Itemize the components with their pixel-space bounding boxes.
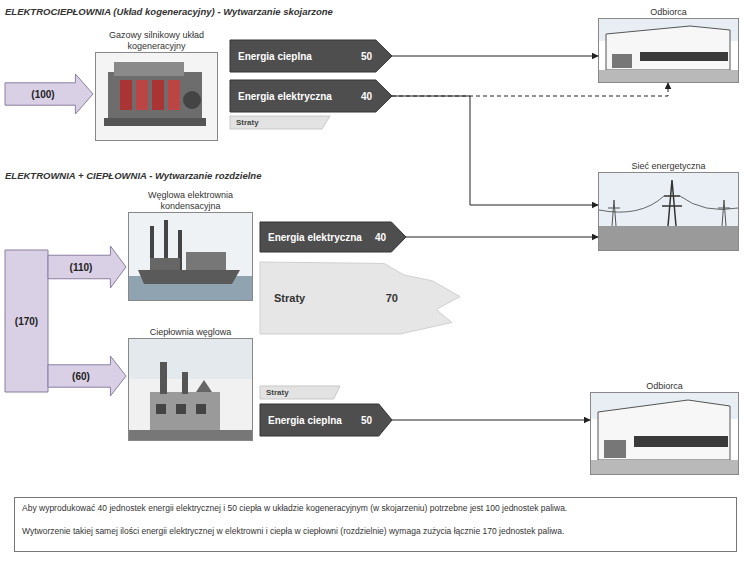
picture-title: Odbiorca: [644, 381, 685, 392]
input-arrow: (100): [5, 74, 93, 114]
picture-heading: Węglowa elektrownia kondensacyjna: [128, 186, 253, 212]
consumer-building-picture: [599, 19, 739, 83]
node-label: Straty: [236, 118, 259, 127]
coal-power-plant-picture: [129, 213, 253, 301]
note-text: Aby wyprodukować 40 jednostek energii el…: [22, 503, 728, 514]
picture-box: Sieć energetyczna: [598, 158, 739, 251]
picture-heading: Odbiorca: [590, 378, 739, 392]
loss-area: Straty 70: [260, 262, 460, 334]
energy-band-arrow: Energia cieplna 50: [260, 404, 392, 436]
section-heading: ELEKTROCIEPŁOWNIA (Układ kogeneracyjny) …: [5, 6, 333, 17]
node-label: (170): [15, 316, 38, 327]
picture-heading: Sieć energetyczna: [598, 158, 739, 172]
input-arrow: (60): [48, 356, 126, 396]
picture-box: Ciepłownia węglowa: [128, 322, 253, 441]
node-label: Energia cieplna: [238, 51, 312, 62]
picture-heading: Gazowy silnikowy układ kogeneracyjny: [95, 26, 218, 52]
node-value: 40: [375, 232, 386, 243]
node-value: 40: [361, 91, 372, 102]
connector: [406, 237, 598, 238]
connector: [392, 96, 598, 205]
picture-box: Odbiorca: [590, 378, 739, 475]
energy-band-arrow: Energia cieplna 50: [230, 40, 392, 72]
node-label: Energia elektryczna: [238, 91, 332, 102]
loss-band: Straty: [230, 116, 330, 129]
dashed-connector: [392, 83, 668, 96]
energy-band-arrow: Energia elektryczna 40: [260, 222, 406, 252]
engine-picture: [96, 53, 218, 141]
node-value: 70: [386, 292, 398, 304]
picture-box: Odbiorca: [598, 4, 739, 83]
node-label: (100): [31, 89, 54, 100]
connector: [392, 420, 590, 421]
picture-box: Węglowa elektrownia kondensacyjna: [128, 186, 253, 301]
node-value: 50: [361, 51, 372, 62]
picture-heading: Odbiorca: [598, 4, 739, 18]
picture-title: Węglowa elektrownia kondensacyjna: [128, 190, 253, 212]
picture-heading: Ciepłownia węglowa: [128, 322, 253, 338]
node-label: (60): [72, 371, 90, 382]
input-arrow: (110): [48, 246, 126, 288]
node-label: (110): [70, 262, 93, 273]
note-text: Wytworzenie takiej samej ilości energii …: [22, 526, 728, 537]
fuel-input-block: (170): [5, 250, 48, 392]
node-label: Straty: [266, 388, 289, 397]
power-grid-picture: [599, 173, 739, 251]
picture-title: Sieć energetyczna: [629, 161, 707, 172]
picture-title: Odbiorca: [648, 7, 689, 18]
section-heading: ELEKTROWNIA + CIEPŁOWNIA - Wytwarzanie r…: [5, 170, 261, 181]
heating-plant-picture: [129, 339, 253, 441]
picture-title: Ciepłownia węglowa: [148, 327, 234, 338]
connector: [392, 56, 598, 57]
picture-title: Gazowy silnikowy układ kogeneracyjny: [95, 30, 218, 52]
node-label: Energia cieplna: [268, 415, 342, 426]
energy-band-arrow: Energia elektryczna 40: [230, 80, 392, 112]
node-label: Straty: [274, 292, 305, 304]
consumer-building-picture: [591, 393, 739, 475]
loss-band: Straty: [260, 386, 340, 399]
node-label: Energia elektryczna: [268, 232, 362, 243]
node-value: 50: [361, 415, 372, 426]
picture-box: Gazowy silnikowy układ kogeneracyjny: [95, 26, 218, 141]
note-frame: [15, 498, 737, 552]
